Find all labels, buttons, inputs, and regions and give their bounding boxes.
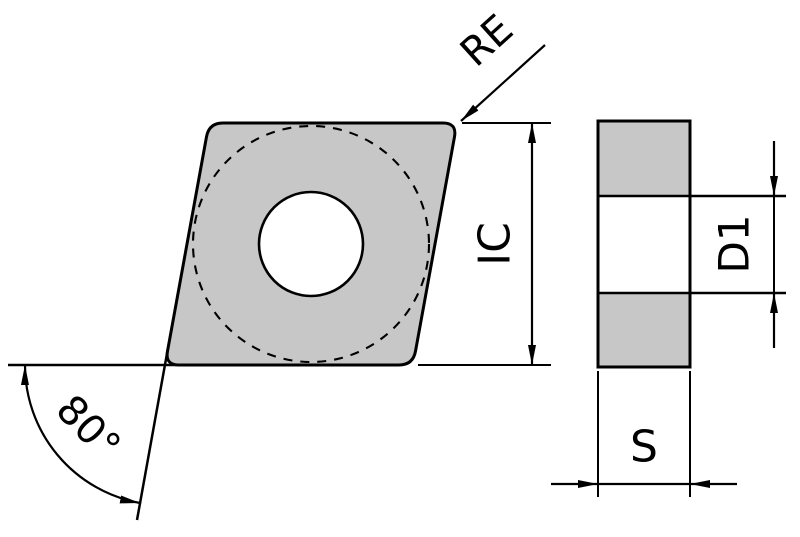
side-view: D1 S <box>551 119 786 497</box>
front-view: 80° RE IC <box>8 6 551 521</box>
side-hole-band <box>599 196 689 293</box>
inscribed-circle-label: IC <box>470 222 521 266</box>
thickness-label: S <box>630 422 658 473</box>
hole-diameter-label: D1 <box>710 214 759 273</box>
inscribed-circle-dashed <box>191 124 431 364</box>
corner-radius-leader-line <box>460 44 546 122</box>
center-hole <box>257 190 365 298</box>
edge-extension-line <box>135 347 170 521</box>
corner-radius-label: RE <box>452 6 522 76</box>
angle-arc <box>20 364 141 505</box>
